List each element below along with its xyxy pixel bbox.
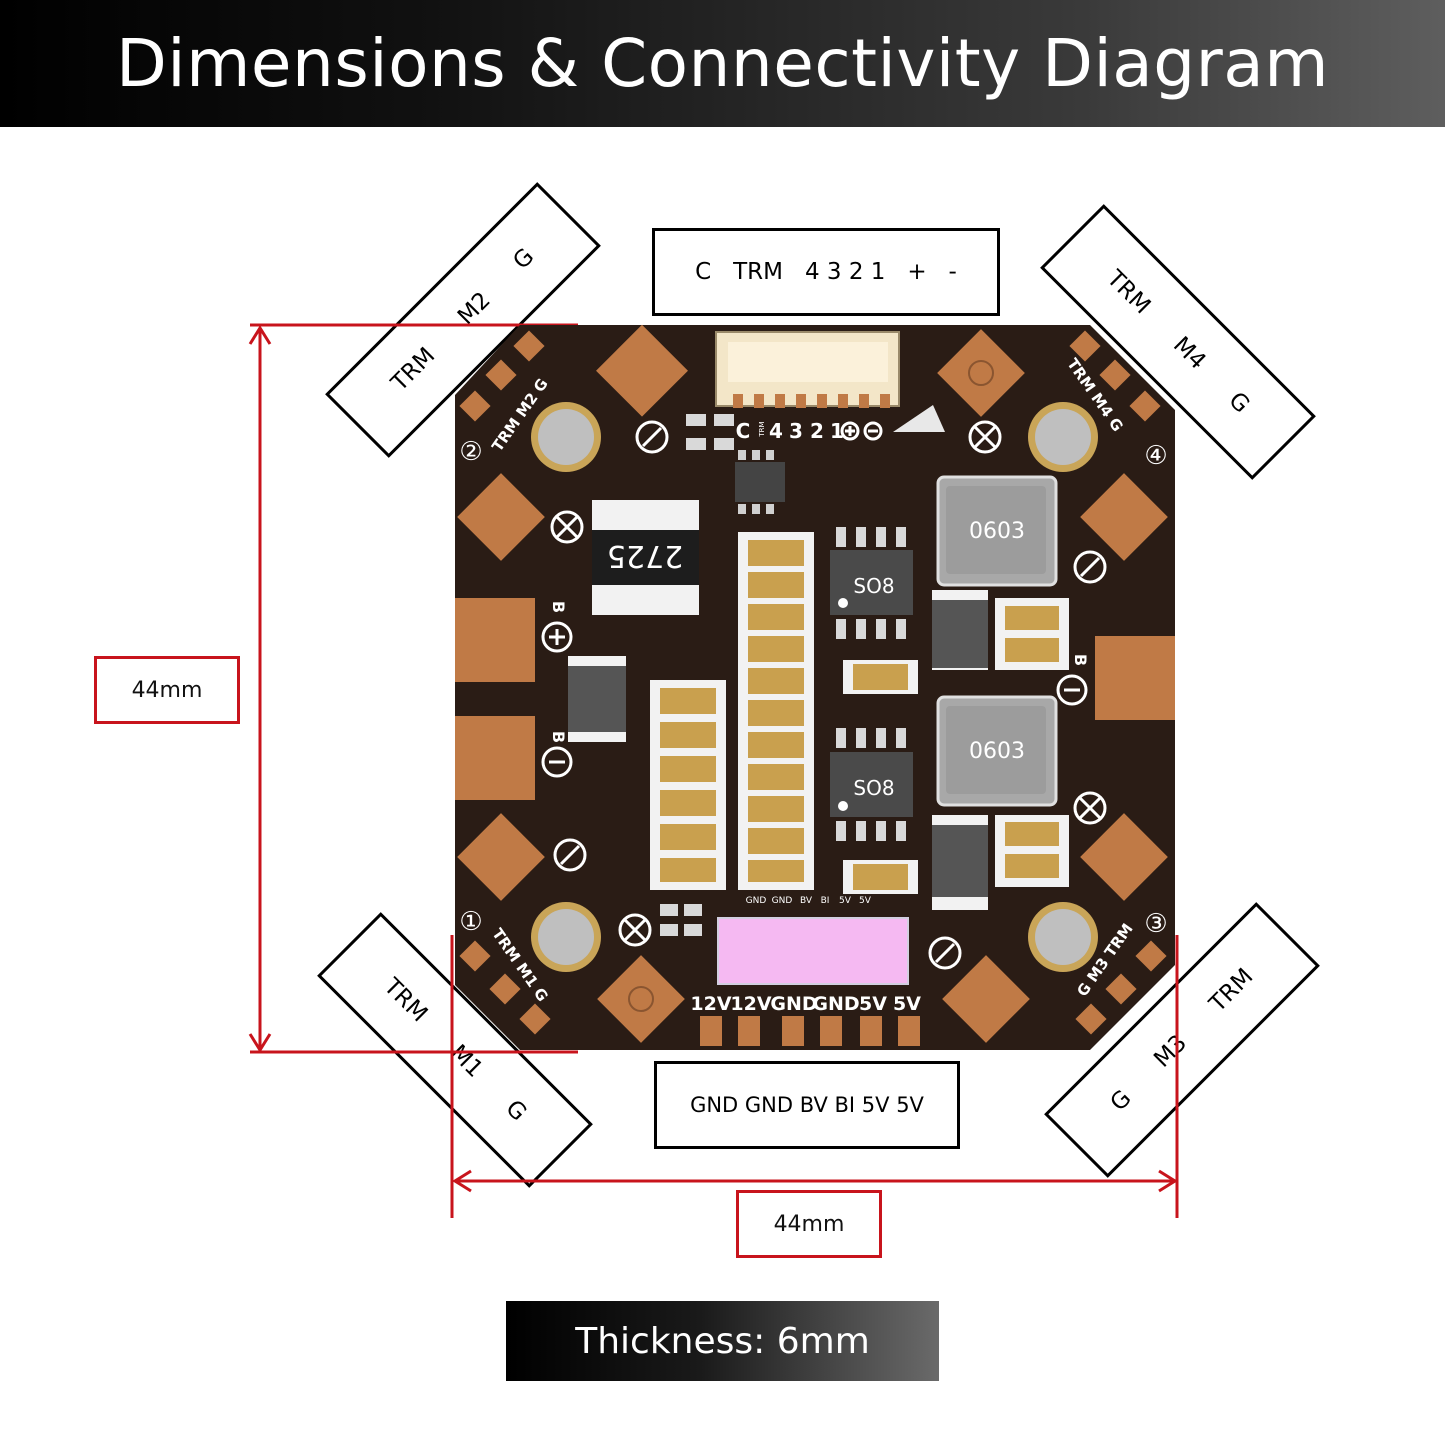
silk-1: 1 (830, 419, 844, 443)
height-dimension-label: 44mm (94, 656, 240, 724)
capacitor-column-center (738, 532, 814, 890)
thickness-banner: Thickness: 6mm (506, 1301, 939, 1381)
mounting-holes (531, 402, 1098, 972)
bottom-pink-connector (717, 917, 909, 985)
pin-label-gnd-2: GND (772, 896, 793, 906)
header-bar: Dimensions & Connectivity Diagram (0, 0, 1445, 127)
silk-c: C (736, 419, 751, 443)
pin-label-5v-1: 5V (839, 896, 852, 906)
pad-label-gnd-2: GND (812, 993, 859, 1015)
top-connector-label-box: C TRM 4 3 2 1 + - (652, 228, 1000, 316)
corner-num-2: ② (459, 437, 482, 467)
small-ic (735, 462, 785, 502)
pad-label-12v-2: 12V (730, 993, 771, 1015)
bottom-connector-pins: GND GND BV BI 5V 5V (690, 1093, 924, 1117)
capacitor-pairs-right (843, 598, 1069, 894)
corner-num-1: ① (459, 907, 482, 937)
silk-2: 2 (810, 419, 824, 443)
resistor-marking: 2725 (607, 538, 683, 573)
top-connector-pins: C TRM 4 3 2 1 + - (695, 259, 957, 285)
corner-num-4: ④ (1144, 441, 1167, 471)
width-dimension-label: 44mm (736, 1190, 882, 1258)
pin-label-5v-2: 5V (859, 896, 872, 906)
b-minus-label: B (549, 731, 568, 743)
pad-label-5v-2: 5V (893, 993, 921, 1015)
pad-label-12v-1: 12V (690, 993, 731, 1015)
b-plus-label: B (549, 601, 568, 613)
inductor-bottom-marking: 0603 (969, 739, 1025, 764)
pin-label-bv: BV (800, 896, 813, 906)
bottom-connector-label-box: GND GND BV BI 5V 5V (654, 1061, 960, 1149)
silk-3: 3 (789, 419, 803, 443)
pin-label-gnd-1: GND (746, 896, 767, 906)
corner-num-3: ③ (1144, 909, 1167, 939)
chip-bottom-marking: SO8 (853, 776, 894, 800)
chip-top-marking: SO8 (853, 574, 894, 598)
silk-trm: TRM (758, 421, 766, 437)
pad-label-gnd-1: GND (770, 993, 817, 1015)
pin-label-bi: BI (821, 896, 830, 906)
pad-label-5v-1: 5V (859, 993, 887, 1015)
page-title: Dimensions & Connectivity Diagram (115, 25, 1330, 102)
capacitor-column-left (650, 680, 726, 890)
inductor-top-marking: 0603 (969, 519, 1025, 544)
b-minus-right-label: B (1071, 654, 1090, 666)
silk-4: 4 (769, 419, 783, 443)
